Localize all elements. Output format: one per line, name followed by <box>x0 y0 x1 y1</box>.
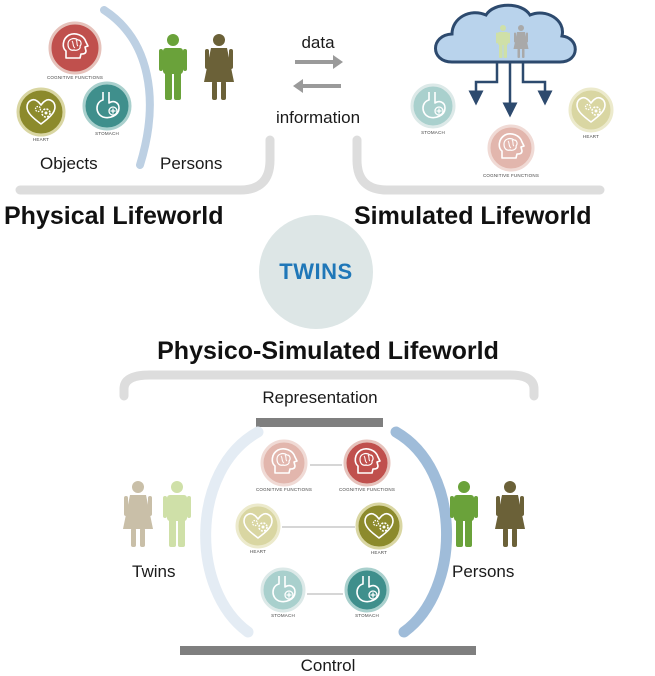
physical-female-person-icon <box>204 34 234 100</box>
organ-connectors <box>282 464 355 595</box>
person-male-figure-icon <box>450 481 478 547</box>
twin-stomach-caption: STOMACH <box>271 613 295 618</box>
twins-circle <box>259 215 373 329</box>
information-arrow-icon <box>293 79 341 93</box>
information-label: information <box>275 108 361 127</box>
person-stomach-caption: STOMACH <box>355 613 379 618</box>
simulated-cognitive-caption: COGNITIVE FUNCTIONS <box>482 173 540 178</box>
cloud-output-arrows <box>468 62 553 118</box>
simulated-bracket <box>352 135 605 195</box>
data-label: data <box>301 33 335 52</box>
person-heart-caption: HEART <box>370 550 388 555</box>
left-twin-arc <box>200 426 264 638</box>
twin-heart-icon <box>235 503 281 549</box>
persons-label: Persons <box>160 154 223 173</box>
simulated-stomach-caption: STOMACH <box>421 130 445 135</box>
twin-cognitive-icon <box>260 439 308 487</box>
representation-bar <box>256 418 383 427</box>
person-cognitive-icon <box>343 439 391 487</box>
twin-male-figure-icon <box>163 481 191 547</box>
physical-cognitive-caption: COGNITIVE FUNCTIONS <box>46 75 104 80</box>
simulated-heart-caption: HEART <box>582 134 600 139</box>
physico-simulated-title: Physico-Simulated Lifeworld <box>157 337 499 365</box>
twin-heart-caption: HEART <box>249 549 267 554</box>
physical-cognitive-icon <box>48 21 102 75</box>
simulated-stomach-icon <box>410 83 456 129</box>
person-female-figure-icon <box>495 481 525 547</box>
person-heart-icon <box>355 502 403 550</box>
person-stomach-icon <box>344 567 390 613</box>
simulated-cognitive-icon <box>487 124 535 172</box>
physical-stomach-icon <box>82 81 132 131</box>
data-arrow-icon <box>295 55 343 69</box>
physical-heart-icon <box>16 87 66 137</box>
simulated-heart-icon <box>568 87 614 133</box>
twin-cognitive-caption: COGNITIVE FUNCTIONS <box>255 487 313 492</box>
twins-center-label: TWINS <box>279 259 353 284</box>
simulated-lifeworld-title: Simulated Lifeworld <box>354 202 592 230</box>
control-label: Control <box>300 656 356 675</box>
control-bar <box>180 646 476 655</box>
right-person-arc <box>390 426 453 638</box>
physical-arc <box>100 6 154 169</box>
physical-bracket <box>15 135 275 195</box>
physical-lifeworld-title: Physical Lifeworld <box>4 202 224 230</box>
physical-heart-caption: HEART <box>32 137 50 142</box>
twin-female-figure-icon <box>123 481 153 547</box>
persons-bottom-label: Persons <box>452 562 515 581</box>
person-cognitive-caption: COGNITIVE FUNCTIONS <box>338 487 396 492</box>
physical-male-person-icon <box>159 34 187 100</box>
representation-label: Representation <box>262 388 378 407</box>
physico-bracket <box>119 370 539 401</box>
physical-stomach-caption: STOMACH <box>95 131 119 136</box>
twin-stomach-icon <box>260 567 306 613</box>
objects-label: Objects <box>40 154 98 173</box>
twins-label: Twins <box>132 562 176 581</box>
